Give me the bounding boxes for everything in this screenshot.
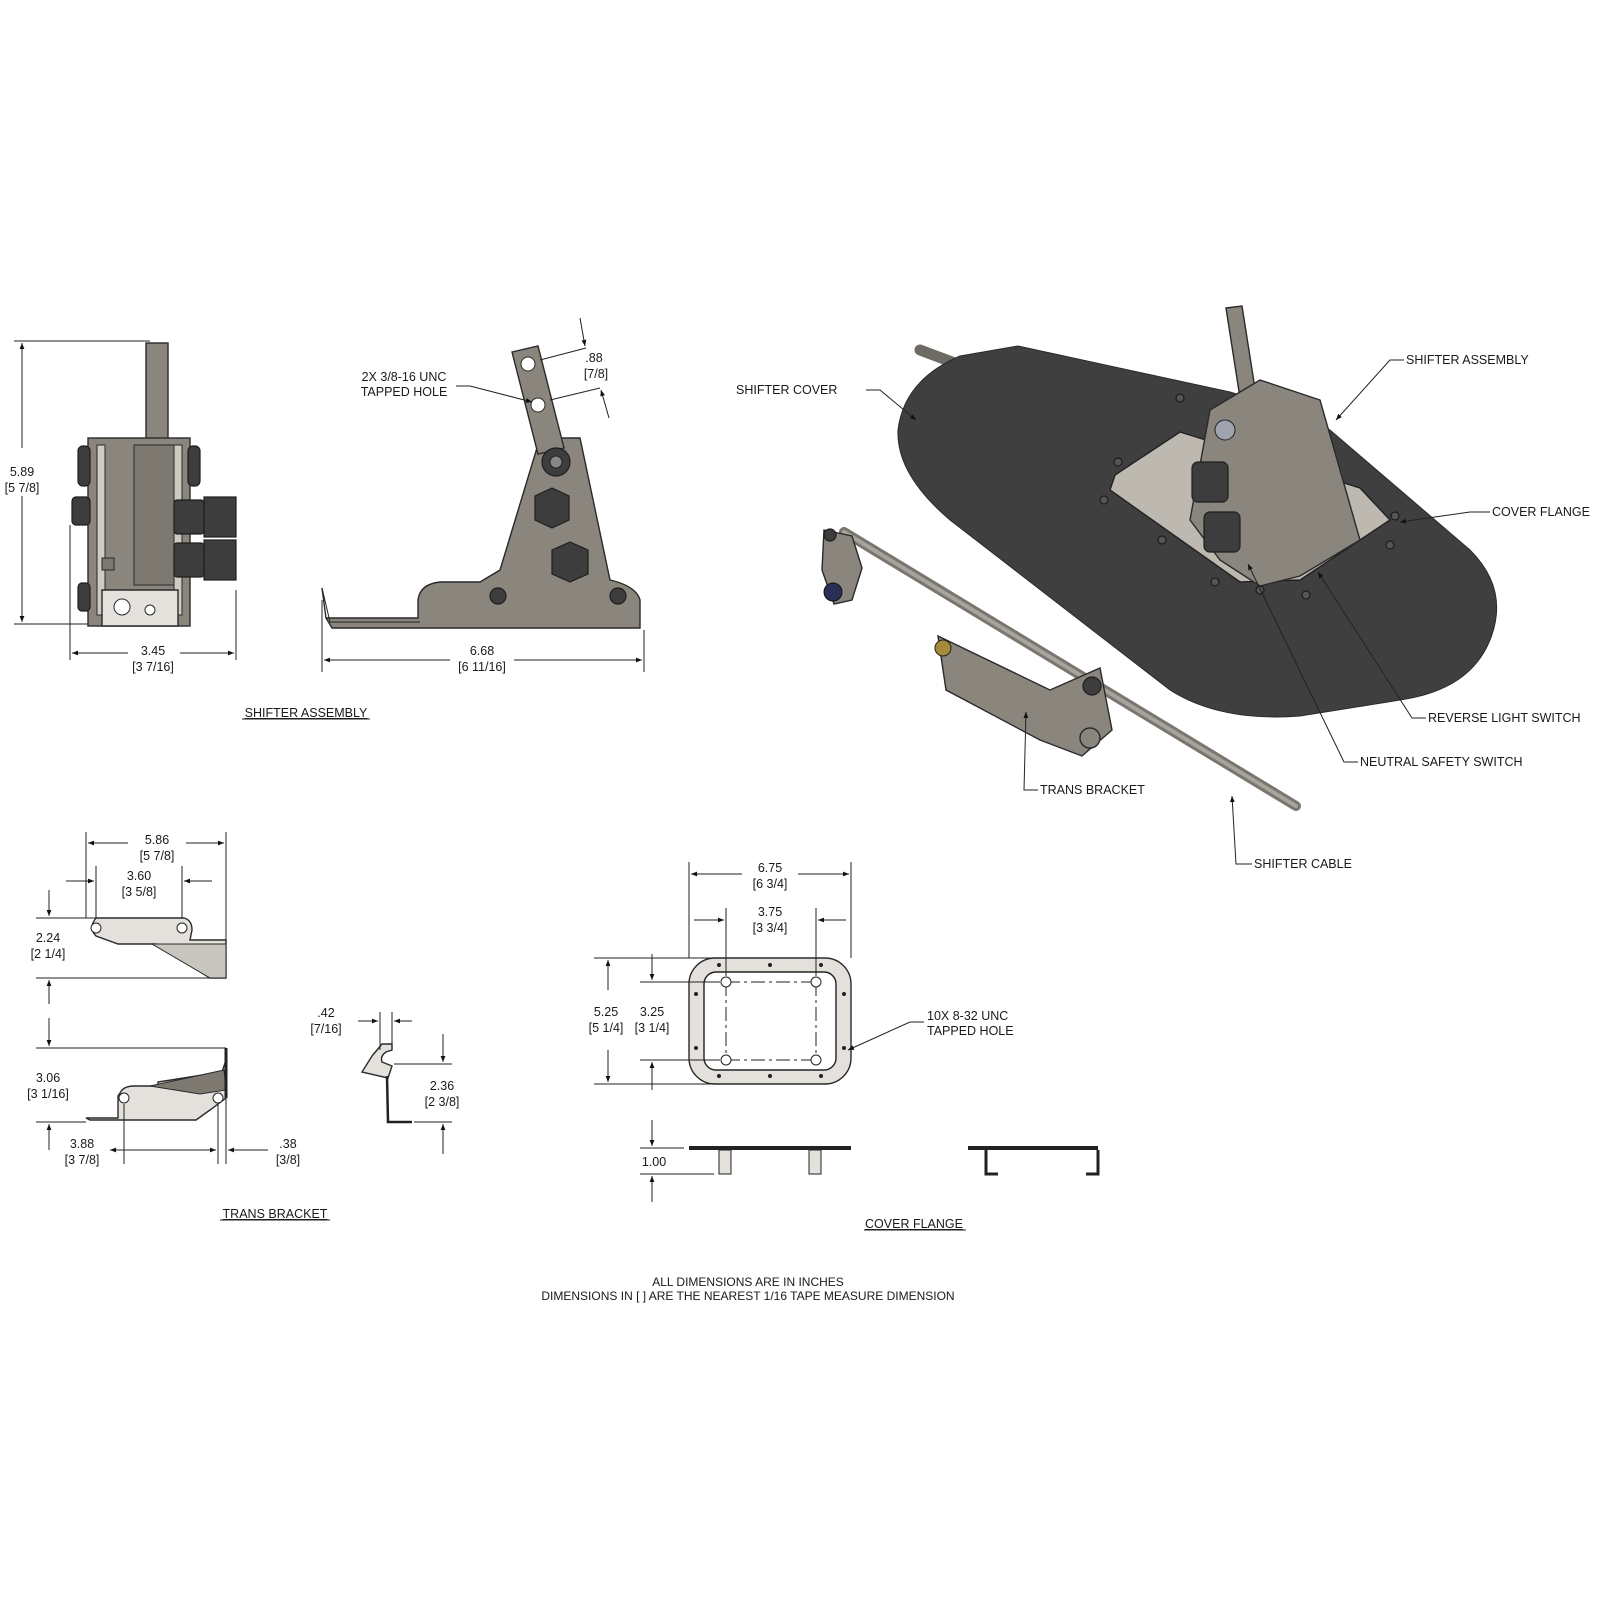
dim-top-height: 2.24: [36, 931, 60, 945]
dim-slot-height-fraction: [2 3/8]: [425, 1095, 460, 1109]
label-neutral-safety-switch: NEUTRAL SAFETY SWITCH: [1360, 755, 1523, 769]
dim-flange-hole-x-fraction: [3 3/4]: [753, 921, 788, 935]
dim-width: 3.45: [141, 644, 165, 658]
dim-bottom-hole-spacing: 3.88: [70, 1137, 94, 1151]
cover-flange-views: 6.75 [6 3/4] 3.75 [3 3/4] 5.25 [5 1/4] 3…: [589, 861, 1100, 1202]
reverse-light-switch-front: [173, 499, 205, 535]
shifter-assembly-front-view: 5.89 [5 7/8] 3.45 [3 7/16]: [5, 340, 237, 674]
dim-flange-height-fraction: [5 1/4]: [589, 1021, 624, 1035]
cover-flange-title: COVER FLANGE: [865, 1217, 963, 1231]
trans-bracket-title: TRANS BRACKET: [223, 1207, 328, 1221]
dim-width-fraction: [3 7/16]: [132, 660, 174, 674]
note-units: ALL DIMENSIONS ARE IN INCHES: [652, 1275, 844, 1289]
tapped-hole-callout-line1: 2X 3/8-16 UNC: [362, 370, 447, 384]
isometric-view: SHIFTER COVER SHIFTER ASSEMBLY COVER FLA…: [736, 305, 1590, 871]
dim-bottom-height: 3.06: [36, 1071, 60, 1085]
trans-bracket-bottom: [85, 1059, 227, 1121]
pivot-nut-right: [187, 445, 201, 487]
tapped-hole-callout-line2: TAPPED HOLE: [361, 385, 448, 399]
dim-slot-height: 2.36: [430, 1079, 454, 1093]
dim-flange-height: 5.25: [594, 1005, 618, 1019]
pivot-nut-left: [77, 445, 91, 487]
reverse-light-switch-iso: [1191, 461, 1229, 503]
dim-length-fraction: [6 11/16]: [458, 660, 506, 674]
dim-flange-hole-y: 3.25: [640, 1005, 664, 1019]
label-shifter-assembly: SHIFTER ASSEMBLY: [1406, 353, 1529, 367]
dim-hole-spacing: .88: [585, 351, 602, 365]
trans-bracket-views: 5.86 [5 7/8] 3.60 [3 5/8] 2.24 [2 1/4] 3…: [27, 832, 459, 1167]
dim-overall-width: 5.86: [145, 833, 169, 847]
dim-top-height-fraction: [2 1/4]: [31, 947, 66, 961]
neutral-safety-switch-side: [551, 541, 589, 583]
label-reverse-light-switch: REVERSE LIGHT SWITCH: [1428, 711, 1581, 725]
label-trans-bracket: TRANS BRACKET: [1040, 783, 1145, 797]
dim-bottom-height-fraction: [3 1/16]: [27, 1087, 69, 1101]
neutral-safety-switch-iso: [1203, 511, 1241, 553]
dim-slot-width-fraction: [7/16]: [310, 1022, 341, 1036]
note-fractions: DIMENSIONS IN [ ] ARE THE NEAREST 1/16 T…: [541, 1289, 954, 1303]
dim-slot-width: .42: [317, 1006, 334, 1020]
flange-callout-line1: 10X 8-32 UNC: [927, 1009, 1008, 1023]
side-bracket: [321, 437, 641, 629]
dim-height-fraction: [5 7/8]: [5, 481, 40, 495]
shifter-base: [101, 589, 179, 627]
tapped-holes: [694, 963, 846, 1078]
label-shifter-cable: SHIFTER CABLE: [1254, 857, 1352, 871]
dim-flange-width-fraction: [6 3/4]: [753, 877, 788, 891]
dim-bottom-hole-spacing-fraction: [3 7/8]: [65, 1153, 100, 1167]
shifter-lever-iso: [1225, 305, 1257, 399]
trans-bracket-end: [360, 1043, 393, 1079]
flange-callout-line2: TAPPED HOLE: [927, 1024, 1014, 1038]
reverse-light-switch-side: [534, 487, 570, 529]
label-shifter-cover: SHIFTER COVER: [736, 383, 837, 397]
neutral-safety-switch-front: [173, 542, 205, 578]
dim-offset-fraction: [3/8]: [276, 1153, 300, 1167]
shifter-assembly-title: SHIFTER ASSEMBLY: [245, 706, 368, 720]
dim-offset: .38: [279, 1137, 296, 1151]
label-cover-flange: COVER FLANGE: [1492, 505, 1590, 519]
dim-flange-hole-x: 3.75: [758, 905, 782, 919]
dim-hole-spacing-fraction: [7/8]: [584, 367, 608, 381]
dim-flange-width: 6.75: [758, 861, 782, 875]
dim-hole-spacing-top: 3.60: [127, 869, 151, 883]
dim-length: 6.68: [470, 644, 494, 658]
dim-flange-depth: 1.00: [642, 1155, 666, 1169]
dim-overall-width-fraction: [5 7/8]: [140, 849, 175, 863]
dim-height: 5.89: [10, 465, 34, 479]
dim-hole-spacing-top-fraction: [3 5/8]: [122, 885, 157, 899]
shifter-assembly-side-view: .88 [7/8] 2X 3/8-16 UNC TAPPED HOLE 6.68…: [321, 317, 645, 674]
dim-flange-hole-y-fraction: [3 1/4]: [635, 1021, 670, 1035]
shift-lever: [145, 342, 169, 444]
